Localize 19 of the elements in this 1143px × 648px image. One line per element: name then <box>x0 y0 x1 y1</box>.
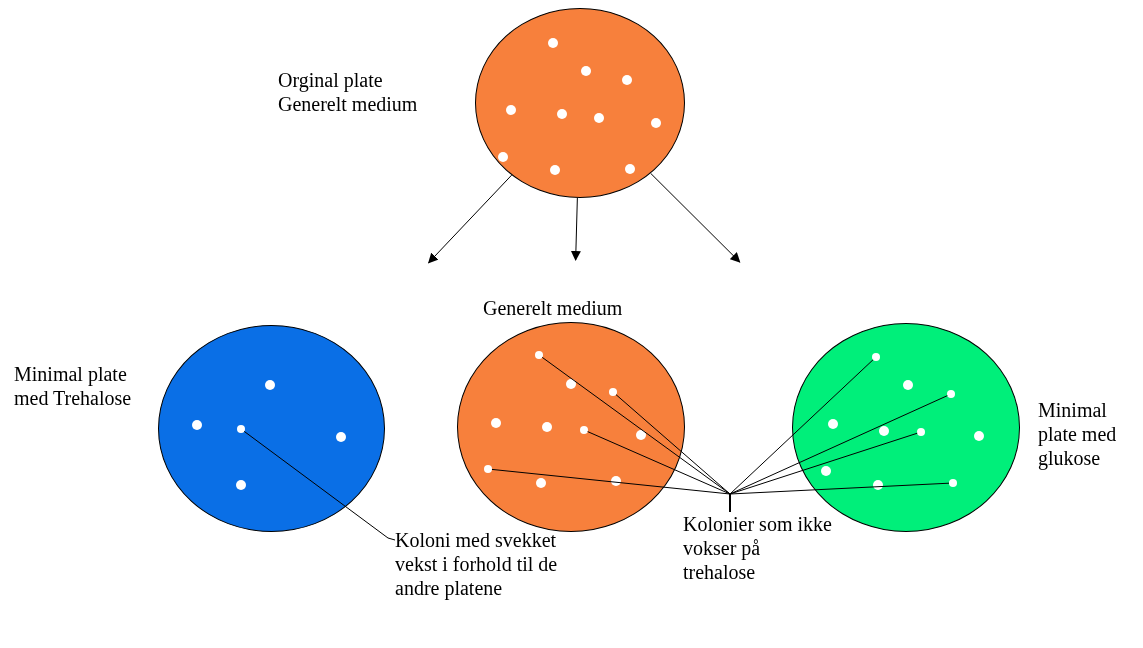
leader-line <box>243 430 396 541</box>
colony-dot <box>872 353 880 361</box>
colony-dot <box>580 426 588 434</box>
plate-caption: Minimal plate med Trehalose <box>14 362 133 410</box>
plate-caption: Minimal plate med glukose <box>1038 398 1118 470</box>
plate-caption: Generelt medium <box>483 296 624 320</box>
arrow <box>570 197 581 261</box>
colony-dot <box>947 390 955 398</box>
arrow <box>650 172 741 263</box>
colony-dot <box>917 428 925 436</box>
colony-dot <box>484 465 492 473</box>
plate-caption: Orginal plate Generelt medium <box>278 68 419 116</box>
callout-text: Koloni med svekket vekst i forhold til de andre platene <box>395 528 565 600</box>
colony-dot <box>535 351 543 359</box>
colony-dot <box>237 425 245 433</box>
colony-dot <box>609 388 617 396</box>
callout-text: Kolonier som ikke vokser på trehalose <box>683 512 833 584</box>
colony-dot <box>949 479 957 487</box>
arrow <box>428 174 513 264</box>
